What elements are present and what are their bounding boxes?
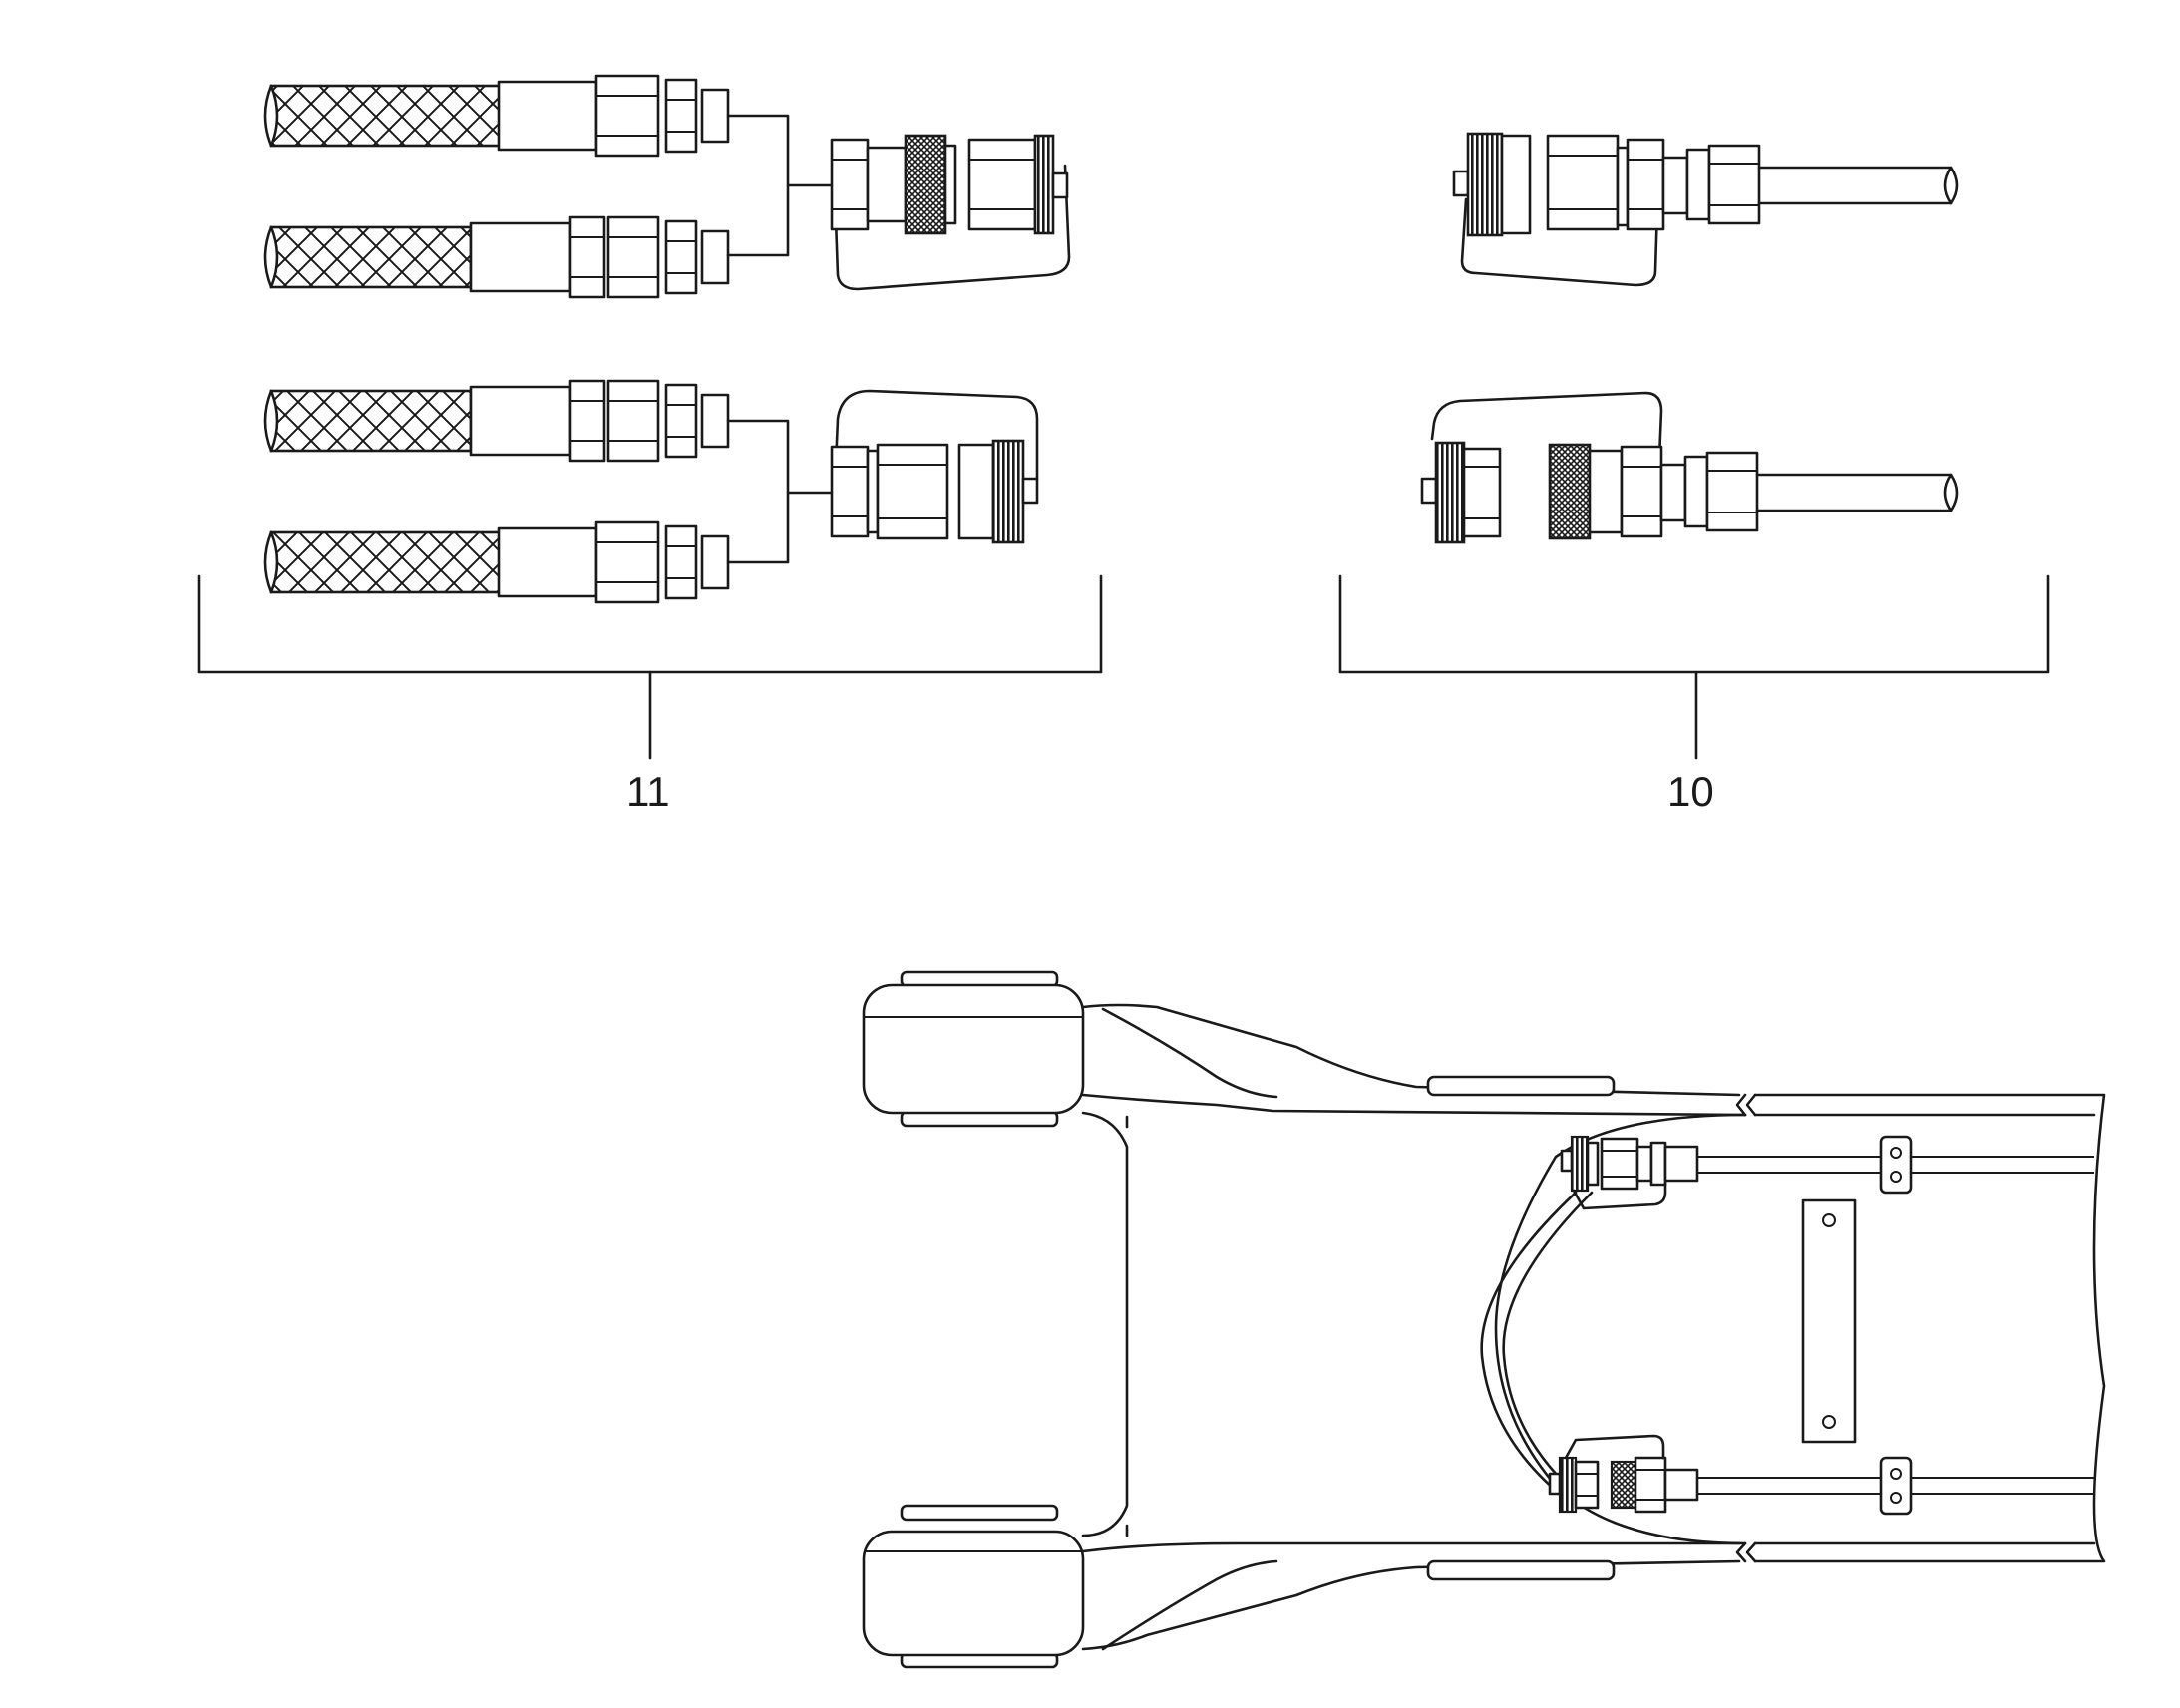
- quick-coupler: [1452, 132, 1665, 287]
- braided-hose: [263, 215, 730, 299]
- tube-fitting: [1661, 144, 1959, 225]
- quick-coupler: [830, 389, 1039, 544]
- braided-hose: [263, 379, 730, 463]
- boom-arm-assembly: [862, 970, 2106, 1669]
- quick-coupler: [1420, 391, 1663, 544]
- quick-coupler: [830, 134, 1071, 291]
- tube-kit-10: [1338, 132, 2050, 760]
- tube-fitting: [1659, 451, 1959, 532]
- quick-coupler: [1560, 1135, 1699, 1210]
- quick-coupler: [1548, 1434, 1699, 1514]
- pivot-bushing: [862, 1504, 1085, 1669]
- braided-hose: [263, 74, 730, 158]
- braided-hose: [263, 520, 730, 604]
- callout-11: 11: [626, 768, 670, 815]
- pivot-bushing: [862, 970, 1085, 1128]
- callout-10: 10: [1667, 768, 1714, 815]
- hose-kit-11: [197, 74, 1103, 760]
